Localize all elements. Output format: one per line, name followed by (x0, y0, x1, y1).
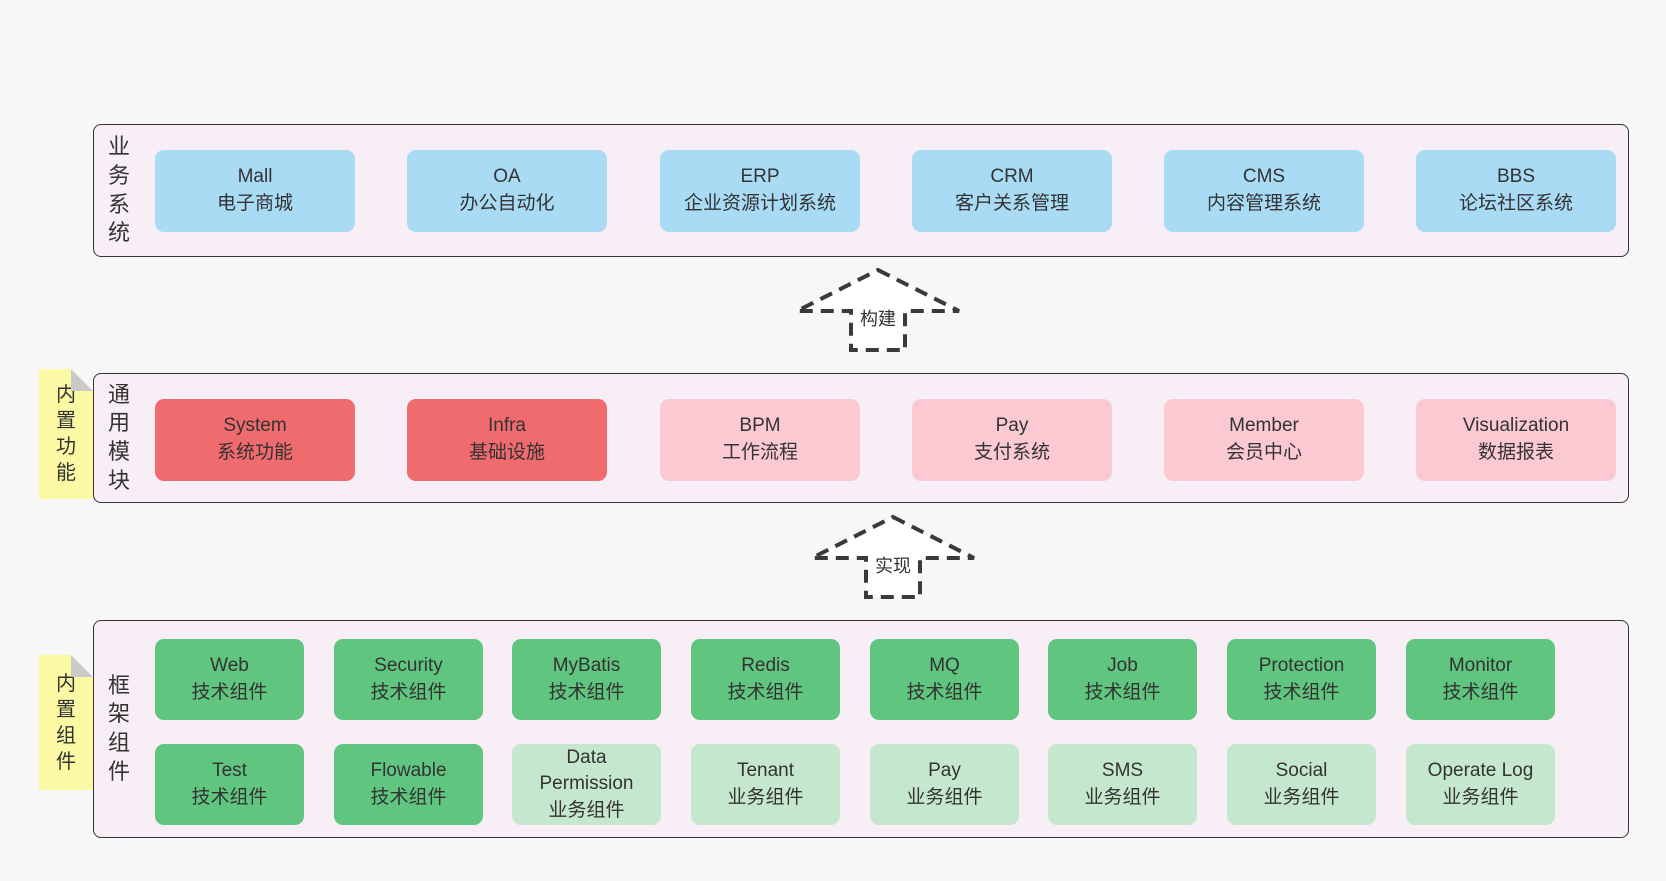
system-box-bbs: BBS 论坛社区系统 (1416, 150, 1616, 232)
box-desc: 基础设施 (468, 442, 545, 463)
box-desc: 技术组件 (1084, 681, 1161, 703)
component-box-tenant: Tenant 业务组件 (691, 744, 840, 825)
box-name: Visualization (1462, 415, 1570, 437)
box-desc: 内容管理系统 (1206, 193, 1321, 214)
component-box-mybatis: MyBatis 技术组件 (512, 639, 661, 720)
module-box-bpm: BPM 工作流程 (660, 399, 860, 481)
box-name: Data Permission (539, 746, 634, 795)
box-name: Operate Log (1427, 759, 1534, 781)
box-desc: 业务组件 (548, 799, 625, 821)
box-desc: 工作流程 (721, 442, 798, 463)
box-name: BBS (1496, 166, 1536, 188)
business-systems-side-label: 业务系统 (107, 134, 130, 246)
builtin-components-sticky-note: 内置组件 (39, 655, 93, 790)
component-box-mq: MQ 技术组件 (870, 639, 1019, 720)
component-box-job: Job 技术组件 (1048, 639, 1197, 720)
box-desc: 业务组件 (1263, 786, 1340, 808)
box-name: Job (1107, 654, 1138, 676)
component-box-security: Security 技术组件 (334, 639, 483, 720)
box-desc: 技术组件 (370, 786, 447, 808)
box-name: MyBatis (552, 654, 621, 676)
system-box-oa: OA 办公自动化 (407, 150, 607, 232)
component-box-data-permission: Data Permission 业务组件 (512, 744, 661, 825)
system-box-mall: Mall 电子商城 (155, 150, 355, 232)
box-name: Member (1229, 415, 1299, 437)
framework-components-section: 框架组件 Web 技术组件 Security 技术组件 MyBatis 技术组件… (93, 620, 1629, 838)
implement-arrow-label: 实现 (808, 552, 978, 578)
sticky-fold-corner (71, 655, 93, 677)
box-desc: 业务组件 (1442, 786, 1519, 808)
box-desc: 业务组件 (1084, 786, 1161, 808)
component-box-test: Test 技术组件 (155, 744, 304, 825)
module-box-system: System 系统功能 (155, 399, 355, 481)
box-desc: 企业资源计划系统 (683, 193, 836, 214)
box-name: Protection (1258, 654, 1345, 676)
box-name: System (223, 415, 287, 437)
box-desc: 支付系统 (973, 442, 1050, 463)
component-box-flowable: Flowable 技术组件 (334, 744, 483, 825)
business-systems-section: 业务系统 Mall 电子商城 OA 办公自动化 ERP 企业资源计划系统 CRM… (93, 124, 1629, 257)
module-box-pay: Pay 支付系统 (912, 399, 1112, 481)
box-desc: 办公自动化 (459, 193, 555, 214)
box-desc: 技术组件 (727, 681, 804, 703)
implement-arrow: 实现 (808, 512, 978, 602)
box-name: Social (1275, 759, 1328, 781)
box-desc: 客户关系管理 (954, 193, 1069, 214)
box-name: BPM (739, 415, 781, 437)
box-name: Redis (741, 654, 790, 676)
box-desc: 业务组件 (727, 786, 804, 808)
box-desc: 系统功能 (216, 442, 293, 463)
box-desc: 技术组件 (548, 681, 625, 703)
box-name: Monitor (1448, 654, 1513, 676)
system-box-erp: ERP 企业资源计划系统 (660, 150, 860, 232)
box-name: Mall (237, 166, 273, 188)
system-box-cms: CMS 内容管理系统 (1164, 150, 1364, 232)
component-box-web: Web 技术组件 (155, 639, 304, 720)
box-name: ERP (740, 166, 780, 188)
module-box-visualization: Visualization 数据报表 (1416, 399, 1616, 481)
box-name: Web (210, 654, 249, 676)
component-box-redis: Redis 技术组件 (691, 639, 840, 720)
box-name: MQ (929, 654, 960, 676)
builtin-features-sticky-note: 内置功能 (39, 369, 93, 499)
box-desc: 技术组件 (906, 681, 983, 703)
module-box-member: Member 会员中心 (1164, 399, 1364, 481)
box-desc: 电子商城 (216, 193, 293, 214)
component-box-pay: Pay 业务组件 (870, 744, 1019, 825)
box-name: Pay (928, 759, 961, 781)
component-box-monitor: Monitor 技术组件 (1406, 639, 1555, 720)
common-modules-side-label: 通用模块 (107, 381, 130, 493)
box-desc: 技术组件 (1263, 681, 1340, 703)
component-box-protection: Protection 技术组件 (1227, 639, 1376, 720)
box-name: OA (493, 166, 521, 188)
box-desc: 业务组件 (906, 786, 983, 808)
box-name: Flowable (370, 759, 447, 781)
box-desc: 会员中心 (1225, 442, 1302, 463)
box-name: Pay (995, 415, 1029, 437)
component-box-social: Social 业务组件 (1227, 744, 1376, 825)
framework-components-side-label: 框架组件 (107, 672, 130, 784)
system-box-crm: CRM 客户关系管理 (912, 150, 1112, 232)
box-name: Tenant (736, 759, 795, 781)
build-arrow-label: 构建 (793, 305, 963, 331)
component-box-operate-log: Operate Log 业务组件 (1406, 744, 1555, 825)
box-name: Infra (487, 415, 527, 437)
box-desc: 技术组件 (191, 786, 268, 808)
sticky-fold-corner (71, 369, 93, 391)
component-box-sms: SMS 业务组件 (1048, 744, 1197, 825)
box-desc: 技术组件 (370, 681, 447, 703)
box-desc: 数据报表 (1477, 442, 1554, 463)
box-desc: 技术组件 (1442, 681, 1519, 703)
box-name: CRM (990, 166, 1034, 188)
box-name: CMS (1242, 166, 1286, 188)
box-name: Security (374, 654, 443, 676)
module-box-infra: Infra 基础设施 (407, 399, 607, 481)
box-desc: 技术组件 (191, 681, 268, 703)
build-arrow: 构建 (793, 265, 963, 355)
box-name: SMS (1101, 759, 1144, 781)
box-name: Test (212, 759, 247, 781)
common-modules-section: 通用模块 System 系统功能 Infra 基础设施 BPM 工作流程 Pay… (93, 373, 1629, 503)
box-desc: 论坛社区系统 (1458, 193, 1573, 214)
